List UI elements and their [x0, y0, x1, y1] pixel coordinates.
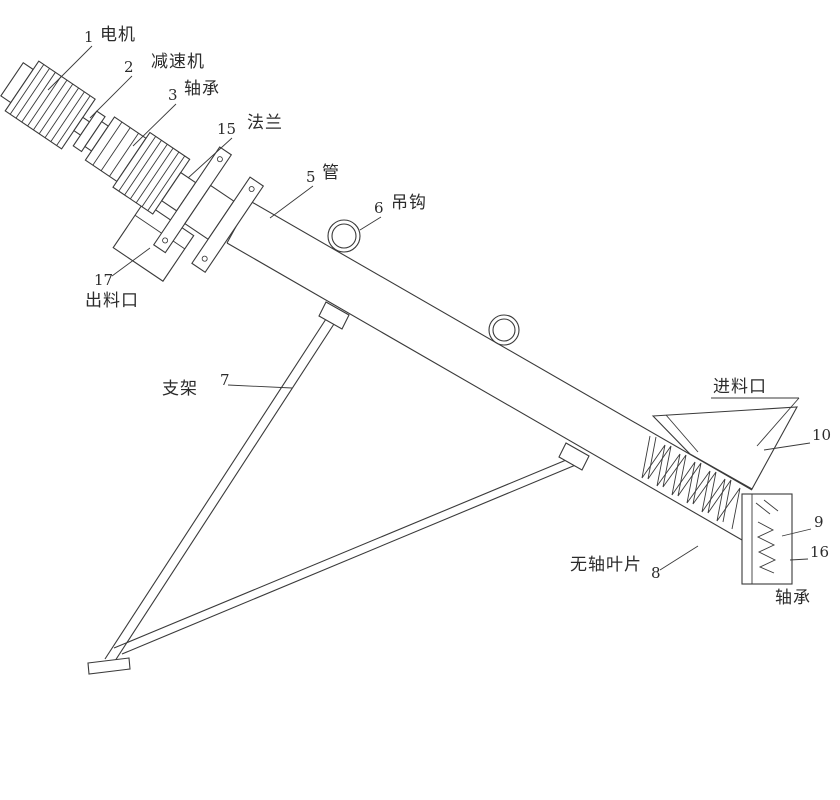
label-frame-number: 7	[220, 371, 230, 389]
discharge-chute	[112, 201, 195, 282]
label-pipe-number: 5	[306, 168, 316, 186]
motor-body	[4, 60, 96, 150]
label-flange-number: 15	[217, 120, 236, 138]
flange-plates	[152, 146, 265, 274]
label-blade: 无轴叶片	[570, 555, 642, 575]
leader-lines	[47, 45, 812, 571]
label-hopper-number: 10	[812, 426, 831, 444]
lifting-ring-1	[327, 219, 361, 253]
label-pipe: 管	[322, 163, 340, 183]
support-frame	[87, 301, 590, 675]
label-reducer-number: 2	[124, 58, 134, 76]
frame-bracket-lower	[558, 442, 590, 471]
label-reducer: 减速机	[151, 52, 205, 72]
end-coil	[756, 521, 777, 574]
end-bearing-box	[741, 493, 793, 585]
label-motor: 电机	[100, 25, 136, 45]
lifting-ring-2	[488, 314, 520, 346]
reducer-body	[84, 116, 147, 183]
label-motor-number: 1	[84, 28, 94, 46]
label-inlet: 进料口	[713, 377, 767, 397]
shaftless-spiral	[641, 435, 741, 530]
label-hook-number: 6	[374, 199, 384, 217]
feed-hopper	[651, 406, 798, 490]
labels-layer: 1 电机 2 减速机 3 轴承 15 法兰 5 管 6 吊钩 17 出料口 支架…	[84, 25, 831, 608]
frame-bracket-upper	[318, 301, 350, 330]
label-bearing-head: 轴承	[184, 79, 220, 99]
label-hook: 吊钩	[391, 193, 427, 213]
label-flange: 法兰	[247, 113, 283, 133]
drive-head-assembly	[0, 60, 265, 282]
label-end-plate-number: 16	[810, 543, 829, 561]
label-bearing-head-number: 3	[168, 86, 178, 104]
label-blade-number: 8	[651, 564, 661, 582]
label-frame: 支架	[162, 379, 198, 399]
frame-foot-pad	[87, 657, 131, 675]
label-outlet-number: 17	[94, 271, 113, 289]
label-bearing-end: 轴承	[775, 588, 811, 608]
label-end-coil-number: 9	[814, 513, 824, 531]
label-outlet: 出料口	[85, 291, 139, 311]
